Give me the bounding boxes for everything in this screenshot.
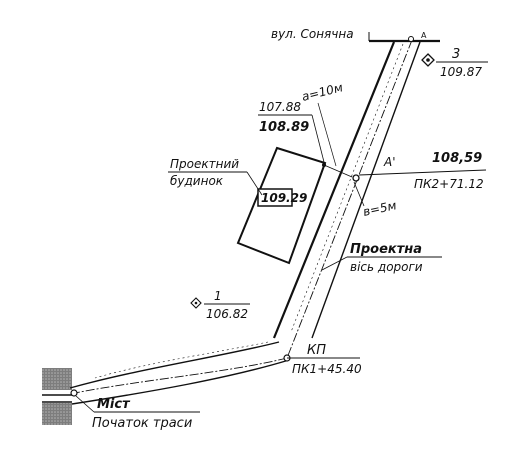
corner-elevation-red: 108.89 xyxy=(259,120,309,135)
benchmark-1-elevation: 106.82 xyxy=(206,307,248,321)
road-inner-dotted xyxy=(290,43,404,333)
bridge-abutment-lower xyxy=(42,403,72,425)
road-edge-left xyxy=(272,41,396,339)
benchmark-1-icon xyxy=(190,297,202,309)
point-a-marker xyxy=(408,36,414,42)
building-elevation: 109.29 xyxy=(261,191,307,205)
axis-point-marker xyxy=(352,174,360,182)
building-label-leader xyxy=(246,171,263,196)
corner-label-leader xyxy=(311,114,325,163)
axis-label-leader xyxy=(321,256,348,271)
axis-label-line2: вісь дороги xyxy=(350,260,423,274)
bridge-abutment-upper xyxy=(42,368,72,390)
benchmark-3-elevation: 109.87 xyxy=(440,65,482,79)
marker-a-prime-label: A' xyxy=(383,155,396,169)
corner-elevation-black: 107.88 xyxy=(259,100,301,114)
road-edge-curve-lower xyxy=(71,359,290,405)
road-curve-dotted xyxy=(94,341,269,379)
benchmark-3-icon xyxy=(421,53,435,67)
curve-point-label: КП xyxy=(307,343,326,358)
setback-a-line xyxy=(323,164,353,178)
road-axis-straight xyxy=(286,39,413,359)
bridge-label: Міст xyxy=(97,397,131,412)
marker-a-label: A xyxy=(421,31,427,40)
axis-label-line1: Проектна xyxy=(350,242,422,257)
route-start-leader xyxy=(75,395,95,413)
setback-b-leader xyxy=(353,181,365,207)
curve-point-station: ПК1+45.40 xyxy=(292,362,362,376)
setback-a-label: a=10м xyxy=(300,80,344,104)
axis-point-station: ПК2+71.12 xyxy=(414,177,484,191)
building-corner-point xyxy=(322,163,326,167)
street-label: вул. Сонячна xyxy=(271,27,354,41)
road-edge-curve-upper xyxy=(69,341,280,389)
building-elevation-box xyxy=(257,188,293,207)
setback-b-label: в=5м xyxy=(362,198,398,219)
benchmark-1-number: 1 xyxy=(214,289,222,303)
benchmark-3-number: 3 xyxy=(452,47,460,62)
building-label-line2: будинок xyxy=(170,174,224,188)
road-axis-curve xyxy=(74,357,288,394)
route-start-label: Початок траси xyxy=(92,416,192,431)
route-start-point xyxy=(70,389,78,397)
building-label-line1: Проектний xyxy=(170,157,239,171)
axis-point-rule xyxy=(358,169,487,176)
road-edge-right xyxy=(311,41,421,339)
setback-a-leader xyxy=(317,102,337,167)
axis-point-elevation: 108,59 xyxy=(432,151,482,166)
